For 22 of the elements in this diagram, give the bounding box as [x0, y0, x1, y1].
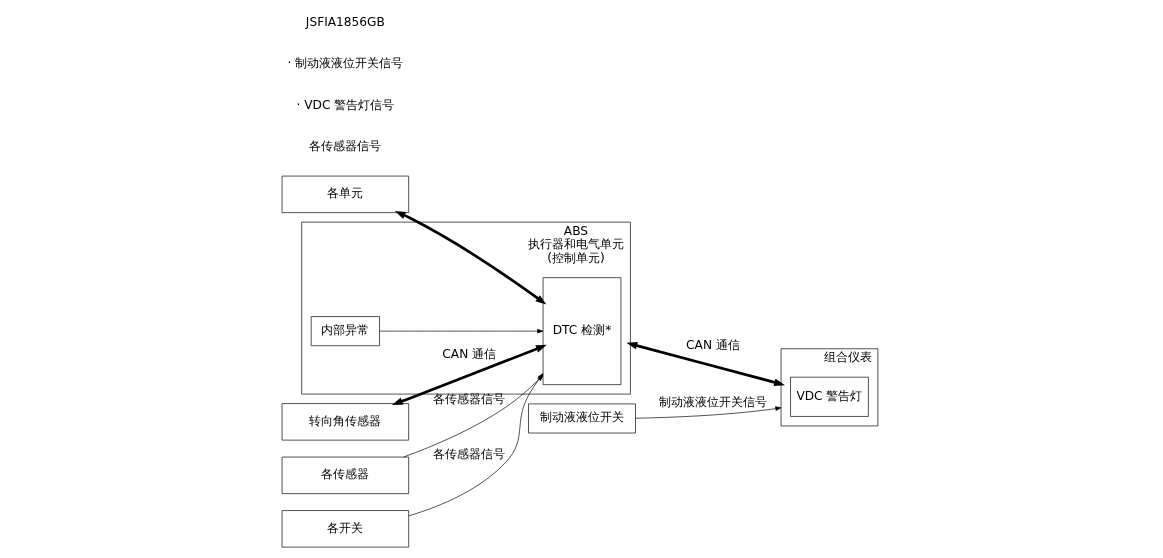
arrow [634, 406, 781, 419]
arrow [378, 328, 543, 334]
edge-label: CAN 通信 [441, 347, 496, 362]
node-box: VDC 警告灯 [789, 376, 869, 417]
label: 各传感器信号 [308, 138, 381, 153]
arrow [394, 211, 546, 305]
node-box: 转向角传感器 [281, 403, 409, 441]
label: · VDC 警告灯信号 [295, 97, 394, 112]
node-box: 各开关 [281, 510, 409, 548]
node-box: DTC 检测* [542, 277, 621, 385]
label: JSFIA1856GB [305, 15, 385, 30]
node-box: 制动液液位开关 [527, 403, 636, 434]
edge-label: 各传感器信号 [432, 447, 505, 462]
edge-label: 制动液液位开关信号 [658, 394, 767, 409]
arrow [391, 344, 547, 406]
node-box: 各传感器 [281, 456, 409, 494]
arrow [625, 341, 785, 386]
node-box: 各单元 [281, 175, 409, 213]
edge-label: 各传感器信号 [432, 392, 505, 407]
label: · 制动液液位开关信号 [286, 56, 403, 71]
node-box: 内部异常 [310, 316, 380, 347]
edge-label: CAN 通信 [685, 338, 740, 353]
